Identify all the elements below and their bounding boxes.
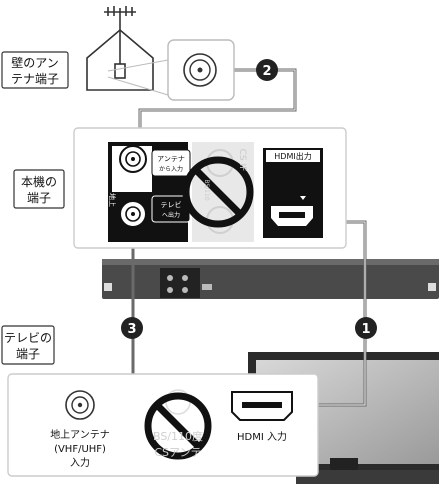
antenna-in-label-line1: アンテナ: [157, 155, 185, 163]
step-3-number: 3: [127, 322, 136, 337]
antenna-in-label-line2: から入力: [159, 165, 183, 173]
hdmi-out-label: HDMI出力: [274, 151, 311, 161]
terrestrial-in-label-line2: (VHF/UHF): [54, 444, 106, 455]
terrestrial-in-label-line1: 地上アンテナ: [50, 428, 110, 441]
recorder-panel: [73, 127, 347, 249]
unit-terminal-label-line1: 本機の: [21, 174, 57, 189]
wall-antenna-label-line1: 壁のアン: [11, 55, 59, 70]
faded-satellite-text-2: CS IF: [237, 149, 247, 172]
terrestrial-vertical-label: 地上: [108, 193, 117, 207]
house-illustration: [86, 6, 154, 91]
step-1-number: 1: [361, 322, 370, 337]
terrestrial-in-label-line3: 入力: [70, 456, 90, 469]
hdmi-in-label: HDMI 入力: [237, 430, 287, 443]
tv-terminal-label-line2: 端子: [16, 347, 40, 361]
tv-out-label-line1: テレビ: [161, 200, 182, 209]
step-markers: [121, 59, 377, 339]
recorder-body: [102, 259, 439, 299]
unit-terminal-label-line2: 端子: [27, 191, 51, 205]
tv-terminal-label-line1: テレビの: [4, 331, 52, 345]
wall-antenna-label-line2: テナ端子: [11, 72, 59, 86]
faded-bs-label-line1: BS/110度: [153, 429, 203, 443]
faded-bs-label-line2: CSアンテ: [154, 446, 201, 459]
tv-out-label-line2: へ出力: [162, 211, 180, 219]
side-labels: [1, 51, 69, 365]
tv-panel: [7, 373, 319, 477]
step-2-number: 2: [262, 64, 271, 79]
faded-satellite-text-1: BS/110: [203, 179, 210, 200]
wall-terminal-box: [107, 39, 235, 101]
